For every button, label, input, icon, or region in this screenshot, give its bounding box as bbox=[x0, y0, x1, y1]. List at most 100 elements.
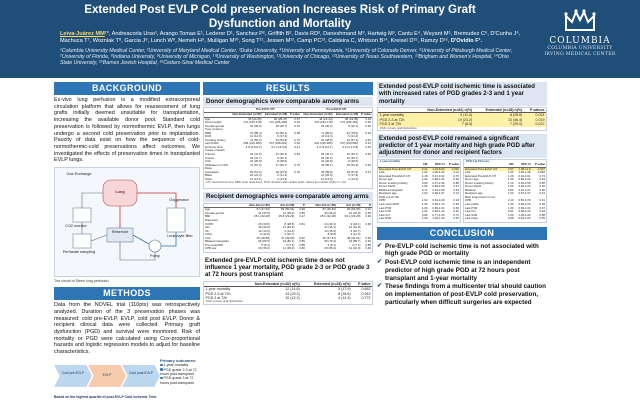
column-header: P value bbox=[445, 163, 460, 168]
table-cell: 0.98 bbox=[507, 217, 514, 221]
column-header: P bbox=[361, 203, 372, 209]
column-header: Ext (n=28) bbox=[270, 203, 296, 209]
table-cell: 45 (37-57) bbox=[322, 236, 336, 240]
pre-evlp-table-footer: PGD: primary graft dysfunction bbox=[206, 300, 243, 304]
table-cell: 0.52 bbox=[294, 142, 300, 146]
background-heading: BACKGROUND bbox=[54, 82, 200, 95]
table-cell: 1.24-8.32 bbox=[428, 167, 446, 172]
table-cell: 0.76 bbox=[294, 170, 300, 174]
row-label: CPB use bbox=[205, 247, 217, 251]
table-cell: 3.21 bbox=[419, 167, 429, 172]
table-cell: 0.55 bbox=[365, 211, 371, 215]
table-cell: 170 (163-178) bbox=[243, 121, 262, 125]
row-label: COPD bbox=[205, 222, 214, 226]
table-cell: 1.00 bbox=[507, 203, 514, 207]
column-header: Non-Extended (n=82) bbox=[300, 112, 334, 118]
table-cell: 0.98-1.04 bbox=[432, 178, 445, 182]
table-cell: 0.99-1.01 bbox=[432, 206, 445, 210]
table-cell: 4 (14.3) bbox=[284, 229, 295, 233]
table-cell: 0.97-1.07 bbox=[518, 192, 531, 196]
column-middle: RESULTS Donor demographics were comparab… bbox=[203, 82, 373, 305]
table-cell: 22 (78.6) bbox=[346, 131, 359, 135]
table-cell: 11 (13.4) bbox=[321, 135, 333, 139]
table-cell: 0.94 bbox=[539, 178, 545, 182]
table-cell: 5 (6.1) bbox=[327, 243, 336, 247]
flow-arrow-cold-post bbox=[122, 364, 160, 387]
column-header: P value bbox=[531, 163, 546, 168]
post-evlp-table-footer: PGD: primary graft dysfunction bbox=[380, 126, 417, 130]
row-label: Age bbox=[205, 207, 211, 212]
table-cell: 0.88 bbox=[453, 181, 459, 185]
row-label: Donor PaO2 bbox=[465, 185, 482, 189]
table-cell: 3.57 bbox=[505, 167, 515, 172]
table-cell: 8 (28.6) bbox=[348, 160, 359, 164]
table-cell: 0.85 bbox=[299, 240, 305, 244]
diagram-caption: The circuit of Steen lung perfusion bbox=[54, 279, 109, 284]
table-cell: 33 (40.2) bbox=[320, 124, 333, 128]
table-cell: 71 (86.6) bbox=[320, 131, 333, 135]
table-cell: 10 (35.7) bbox=[346, 152, 359, 156]
row-label: LAS bbox=[205, 236, 211, 240]
table-cell: 22 (26.8) bbox=[320, 160, 333, 164]
table-cell: 0.38 bbox=[299, 207, 305, 212]
row-label: DCD bbox=[205, 135, 212, 139]
column-header bbox=[204, 112, 230, 118]
table-cell: 0.49 bbox=[294, 121, 300, 125]
row-label: Recipient age bbox=[379, 192, 397, 196]
table-cell: 1.03 bbox=[421, 192, 428, 196]
table-cell: 25.0 (22-28) bbox=[320, 215, 336, 219]
table-cell: 0.34-4.61 bbox=[518, 174, 531, 178]
table-cell: 0.93-1.10 bbox=[432, 210, 445, 214]
row-label: Donor smoking history bbox=[465, 181, 494, 185]
row-label: Both lungs travel on ice bbox=[465, 195, 496, 199]
row-label: PGD 2-3 at 72h bbox=[379, 195, 400, 199]
table-cell: 19 (67.9) bbox=[346, 170, 359, 174]
table-cell: 0.45 bbox=[365, 124, 371, 128]
recipient-demographics-title: Recipient demographics were comparable a… bbox=[203, 192, 373, 202]
column-header: Extended (n=28) bbox=[262, 112, 289, 118]
primary-outcomes: Primary outcomes: 1-year mortality PGD g… bbox=[160, 358, 200, 395]
table-cell: 0.21 bbox=[365, 207, 371, 212]
table-cell: 0.048 bbox=[537, 171, 545, 175]
row-label: Last PVR bbox=[379, 206, 392, 210]
table-cell: 0.52 bbox=[365, 152, 371, 156]
column-header: OR bbox=[505, 163, 515, 168]
crown-icon bbox=[564, 9, 596, 31]
table-cell: 2.10 bbox=[507, 199, 514, 203]
table-cell: 0.772 bbox=[361, 295, 371, 300]
table-cell: 59 (50-64) bbox=[281, 207, 295, 212]
column-header: P value bbox=[288, 112, 301, 118]
table-cell: 13 (15.9) bbox=[324, 229, 336, 233]
circuit-lines bbox=[72, 179, 186, 261]
column-header: 95% CI bbox=[428, 163, 446, 168]
table-cell: 9 (32.1) bbox=[348, 124, 359, 128]
column-header: HR bbox=[419, 163, 429, 168]
table-cell: 0.024 bbox=[523, 112, 546, 118]
table-cell: 3 (10.7) bbox=[350, 229, 361, 233]
column-header: 95% CI bbox=[514, 163, 532, 168]
table-cell: 0.77-1.20 bbox=[432, 213, 445, 217]
table-cell: 12 (14.6) bbox=[320, 177, 333, 181]
row-label: Extended Post-EVLP CIT bbox=[464, 167, 506, 172]
table-cell: 0.84 bbox=[294, 152, 300, 156]
table-cell: 0.99-1.00 bbox=[432, 185, 445, 189]
table-row: Both lungs travel on ice bbox=[464, 196, 546, 200]
table-cell: 0.45 bbox=[453, 217, 459, 221]
diagram-label-gas-exchange: Gas Exchange bbox=[66, 172, 92, 177]
row-label: Last CO bbox=[465, 210, 476, 214]
